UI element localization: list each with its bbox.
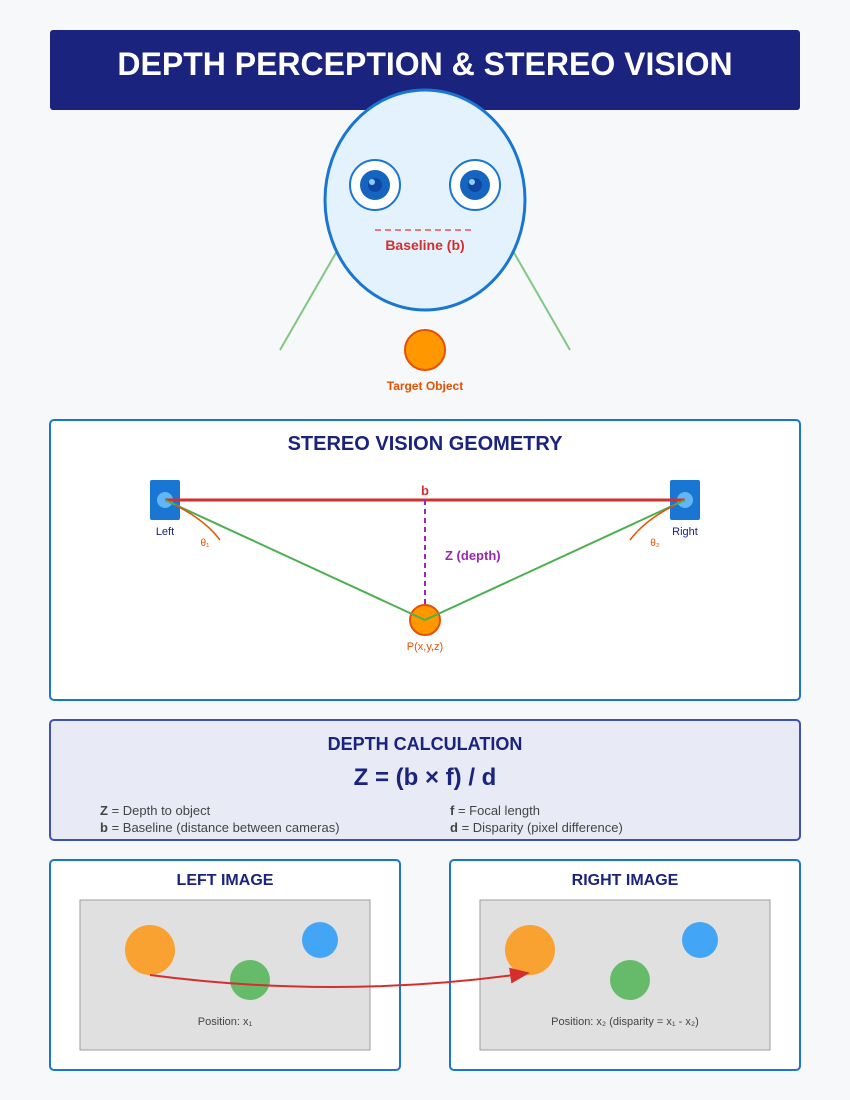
theta1-arc (174, 504, 221, 541)
left-image-title: LEFT IMAGE (177, 872, 274, 889)
right-position-label: Position: x₂ (disparity = x₁ - x₂) (551, 1016, 699, 1028)
geometry-panel: STEREO VISION GEOMETRY b Z (depth) P(x,y… (49, 419, 801, 701)
depth-calculation-frame (49, 719, 801, 841)
point-p-label: P(x,y,z) (407, 641, 443, 653)
page-title: DEPTH PERCEPTION & STEREO VISION (117, 46, 732, 82)
baseline-b-label: b (421, 483, 429, 498)
depth-label: Z (depth) (445, 548, 501, 563)
right-scene-blue-object (682, 922, 718, 958)
target-object-label: Target Object (387, 379, 463, 393)
depth-calculation-title: DEPTH CALCULATION (328, 734, 523, 754)
geometry-panel-frame (49, 419, 801, 701)
theta2-arc (629, 504, 676, 541)
right-image-panel: RIGHT IMAGE Position: x₂ (disparity = x₁… (449, 859, 801, 1071)
legend-baseline: b = Baseline (distance between cameras) (100, 820, 340, 835)
title-banner: DEPTH PERCEPTION & STEREO VISION (50, 30, 800, 110)
legend-disparity: d = Disparity (pixel difference) (450, 820, 623, 835)
theta1-label: θ₁ (201, 538, 211, 549)
depth-formula: Z = (b × f) / d (354, 764, 497, 791)
depth-calculation-panel: DEPTH CALCULATION Z = (b × f) / d Z = De… (49, 719, 801, 841)
baseline-label: Baseline (b) (385, 237, 464, 253)
legend-focal-length: f = Focal length (450, 803, 540, 818)
left-position-label: Position: x₁ (198, 1016, 253, 1028)
right-image-title: RIGHT IMAGE (572, 872, 679, 889)
left-eye-icon (349, 159, 401, 211)
right-camera-label: Right (672, 526, 698, 538)
legend-depth: Z = Depth to object (100, 803, 211, 818)
geometry-title: STEREO VISION GEOMETRY (288, 433, 564, 455)
right-eye-icon (449, 159, 501, 211)
right-ray (424, 499, 686, 621)
left-scene-blue-object (302, 922, 338, 958)
left-scene-green-object (230, 960, 270, 1000)
theta2-label: θ₂ (650, 538, 660, 549)
head-outline (323, 88, 527, 312)
title-banner-background (50, 30, 800, 110)
target-object (404, 329, 446, 371)
left-ray (164, 499, 426, 621)
left-scene-orange-object (125, 925, 175, 975)
head-diagram: Baseline (b) Target Object (279, 88, 571, 393)
disparity-arrow (149, 967, 530, 988)
right-scene-green-object (610, 960, 650, 1000)
left-image-panel: LEFT IMAGE Position: x₁ (49, 859, 401, 1071)
left-camera-label: Left (156, 526, 174, 538)
right-scene-orange-object (505, 925, 555, 975)
